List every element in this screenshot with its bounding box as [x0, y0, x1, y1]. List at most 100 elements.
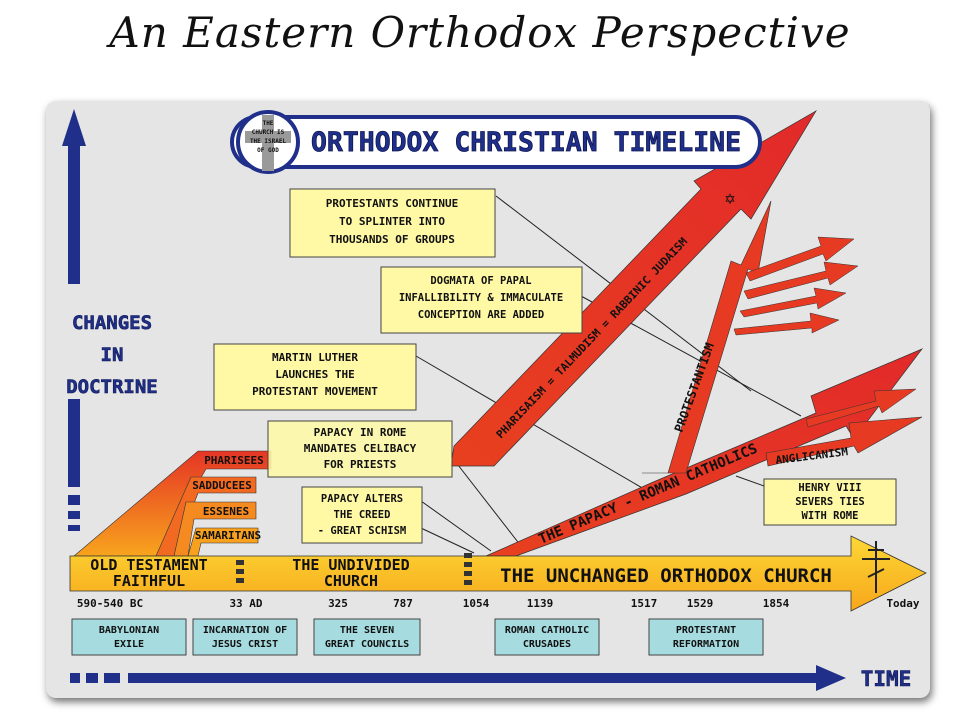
year-label: 1139 — [527, 597, 554, 610]
callout-text: - GREAT SCHISM — [318, 525, 407, 537]
band-divider — [236, 553, 472, 585]
judaism-arrow-label: PHARISAISM = TALMUDISM = RABBINIC JUDAIS… — [494, 235, 691, 441]
x-axis-label: TIME — [861, 667, 912, 691]
seal-text: THE — [263, 120, 274, 127]
judaism-arrow-shape — [450, 110, 817, 467]
callout-text: PROTESTANTS CONTINUE — [326, 197, 458, 210]
event-box — [648, 618, 764, 656]
year-label: 590-540 BC — [77, 597, 143, 610]
protestant-splinter — [743, 261, 859, 300]
event-text: ROMAN CATHOLIC — [505, 625, 589, 636]
callout-box — [763, 478, 897, 526]
anglicanism-arrow: ANGLICANISM — [765, 388, 923, 467]
event-text: EXILE — [114, 639, 144, 650]
protestant-splinter — [739, 287, 847, 318]
x-axis-dash — [104, 673, 120, 683]
protestant-splinter — [733, 312, 840, 336]
branch-label: ESSENES — [203, 505, 249, 518]
callout-text: HENRY VIII — [798, 482, 861, 494]
event-box — [71, 618, 187, 656]
callout-text: DOGMATA OF PAPAL — [430, 275, 531, 287]
band-label: THE UNCHANGED ORTHODOX CHURCH — [500, 565, 832, 587]
event-text: INCARNATION OF — [203, 625, 287, 636]
callout-text: PROTESTANT MOVEMENT — [252, 385, 378, 398]
event-text: CRUSADES — [523, 639, 571, 650]
x-axis-dash — [86, 673, 98, 683]
band-label: OLD TESTAMENT — [90, 556, 207, 574]
anglican-splinter — [805, 388, 917, 428]
event-text: GREAT COUNCILS — [325, 639, 409, 650]
cross-seal-icon: THE CHURCH IS THE ISRAEL OF GOD — [245, 115, 291, 171]
callout-text: INFALLIBILITY & IMMACULATE — [399, 292, 563, 304]
anglicanism-arrow-shape — [765, 416, 923, 467]
y-axis: CHANGES IN DOCTRINE — [62, 109, 158, 531]
branch-label: SAMARITANS — [195, 529, 261, 542]
seal-text: OF GOD — [257, 147, 279, 154]
callout-text: TO SPLINTER INTO — [339, 215, 445, 228]
papacy-arrow-shape — [464, 348, 924, 557]
star-of-david-icon: ✡ — [725, 189, 735, 209]
protestantism-arrow-shape — [642, 200, 772, 474]
event-text: PROTESTANT — [676, 625, 736, 636]
y-axis-label-line: DOCTRINE — [66, 376, 158, 398]
timeline-banner: THE CHURCH IS THE ISRAEL OF GOD ORTHODOX… — [230, 110, 762, 174]
callout-box — [289, 188, 496, 258]
year-label: 787 — [393, 597, 413, 610]
y-axis-label-line: IN — [101, 344, 124, 366]
callout-text: WITH ROME — [802, 510, 859, 522]
y-axis-dash — [68, 511, 80, 519]
event-text: THE SEVEN — [340, 625, 394, 636]
callout-text: PAPACY ALTERS — [321, 493, 403, 505]
callout-box — [267, 420, 453, 478]
event-text: REFORMATION — [673, 639, 739, 650]
callout-text: MANDATES CELIBACY — [304, 442, 417, 455]
x-axis: TIME — [70, 665, 912, 691]
seal-text: CHURCH IS — [252, 129, 285, 136]
sect-branches: PHARISEES SADDUCEES ESSENES SAMARITANS — [73, 450, 272, 557]
callout-text: FOR PRIESTS — [324, 458, 397, 471]
callout-box — [380, 266, 583, 334]
callout-boxes: PROTESTANTS CONTINUE TO SPLINTER INTO TH… — [213, 188, 897, 544]
year-label: 33 AD — [229, 597, 262, 610]
band-label: THE UNDIVIDED — [292, 556, 409, 574]
year-label: 1854 — [763, 597, 790, 610]
timeline-panel: CHANGES IN DOCTRINE TIME PHARISEES SADDU… — [46, 101, 930, 698]
year-label: Today — [886, 597, 919, 610]
event-box — [494, 618, 600, 656]
year-label: 1517 — [631, 597, 658, 610]
band-label: FAITHFUL — [113, 572, 185, 590]
year-label: 1054 — [463, 597, 490, 610]
y-axis-shaft-lower — [68, 399, 80, 487]
orthodox-cross-icon — [862, 541, 890, 593]
branch-label: PHARISEES — [204, 454, 264, 467]
y-axis-arrowhead — [62, 109, 86, 146]
event-text: JESUS CRIST — [212, 639, 278, 650]
year-label: 1529 — [687, 597, 714, 610]
protestant-splinter — [745, 236, 855, 282]
y-axis-label-line: CHANGES — [72, 312, 152, 334]
page-title: An Eastern Orthodox Perspective — [109, 8, 851, 57]
banner-title: ORTHODOX CHRISTIAN TIMELINE — [311, 127, 741, 158]
x-axis-shaft — [128, 673, 818, 683]
event-boxes: BABYLONIAN EXILE INCARNATION OF JESUS CR… — [71, 618, 764, 656]
banner-frame — [230, 115, 762, 169]
event-box — [192, 618, 298, 656]
timeline-years: 590-540 BC 33 AD 325 787 1054 1139 1517 … — [77, 597, 920, 610]
y-axis-dash — [68, 495, 80, 505]
callout-text: PAPACY IN ROME — [314, 426, 407, 439]
callout-text: MARTIN LUTHER — [272, 351, 358, 364]
y-axis-dash — [68, 525, 80, 531]
callout-text: LAUNCHES THE — [275, 368, 354, 381]
event-text: BABYLONIAN — [99, 625, 159, 636]
y-axis-shaft-upper — [68, 146, 80, 284]
x-axis-arrowhead — [816, 665, 846, 691]
seal-text: THE ISRAEL — [250, 138, 287, 145]
callout-text: THOUSANDS OF GROUPS — [329, 233, 455, 246]
band-label: CHURCH — [324, 572, 378, 590]
year-label: 325 — [328, 597, 348, 610]
x-axis-dash — [70, 673, 80, 683]
callout-box — [301, 486, 423, 544]
callout-box — [213, 343, 417, 411]
papacy-arrow-label: THE PAPACY - ROMAN CATHOLICS — [536, 441, 760, 548]
branch-label: SADDUCEES — [192, 479, 252, 492]
